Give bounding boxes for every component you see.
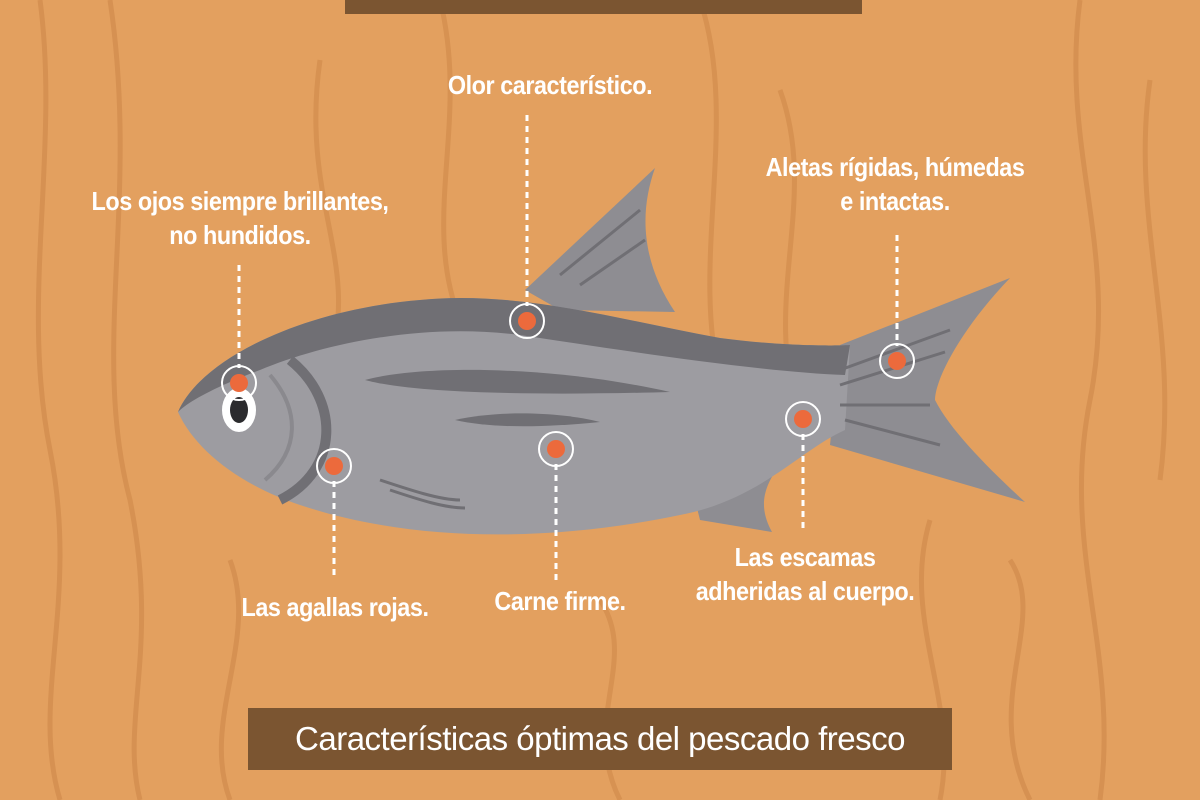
marker-gills: [316, 448, 352, 484]
marker-scales: [785, 401, 821, 437]
marker-smell: [509, 303, 545, 339]
label-fins-line1: Aletas rígidas, húmedas: [765, 152, 1025, 182]
top-banner: [345, 0, 862, 14]
tail-fin: [830, 278, 1025, 502]
label-scales: Las escamas adheridas al cuerpo.: [657, 540, 954, 608]
label-scales-line2: adheridas al cuerpo.: [695, 576, 915, 606]
label-flesh: Carne firme.: [494, 586, 626, 616]
label-eyes-line1: Los ojos siempre brillantes,: [91, 186, 389, 216]
dorsal-fin: [525, 168, 675, 312]
label-eyes-line2: no hundidos.: [169, 220, 311, 250]
fish: [178, 168, 1025, 535]
callout-lines: [237, 115, 899, 580]
label-gills: Las agallas rojas.: [241, 592, 429, 622]
wood-grain: [35, 0, 1168, 800]
markers: [221, 303, 915, 484]
label-eyes: Los ojos siempre brillantes, no hundidos…: [51, 184, 429, 252]
fish-back: [178, 298, 850, 412]
title-banner: Características óptimas del pescado fres…: [248, 708, 952, 770]
marker-fins: [879, 343, 915, 379]
label-fins-line2: e intactas.: [840, 186, 950, 216]
label-smell: Olor característico.: [447, 70, 653, 100]
label-fins: Aletas rígidas, húmedas e intactas.: [720, 150, 1071, 218]
marker-flesh: [538, 431, 574, 467]
marker-eyes: [221, 365, 257, 401]
label-scales-line1: Las escamas: [734, 542, 876, 572]
title-text: Características óptimas del pescado fres…: [295, 720, 905, 757]
